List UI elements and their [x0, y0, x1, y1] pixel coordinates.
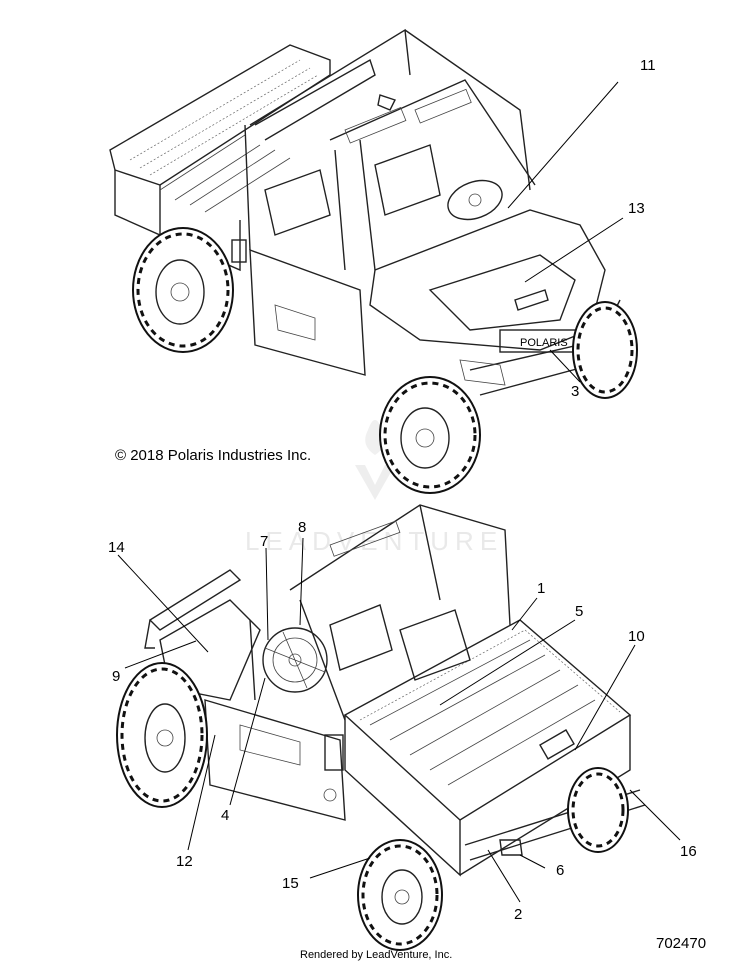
callout-16: 16 [680, 843, 697, 860]
callout-labels: 11 13 3 14 7 8 9 1 5 10 4 12 15 2 6 16 [108, 57, 697, 923]
copyright-text: © 2018 Polaris Industries Inc. [115, 447, 311, 464]
callout-2: 2 [514, 906, 522, 923]
leader-lines [117, 81, 681, 903]
callout-15: 15 [282, 875, 299, 892]
callout-10: 10 [628, 628, 645, 645]
diagram-number: 702470 [656, 935, 706, 952]
footer-text: Rendered by LeadVenture, Inc. [300, 949, 452, 961]
vehicle-front-view: POLARIS [109, 28, 638, 494]
callout-8: 8 [298, 519, 306, 536]
callout-5: 5 [575, 603, 583, 620]
callout-14: 14 [108, 539, 125, 556]
watermark-text: LEADVENTURE [245, 526, 503, 556]
callout-13: 13 [628, 200, 645, 217]
callout-9: 9 [112, 668, 120, 685]
vehicle-rear-view [116, 504, 646, 951]
callout-7: 7 [260, 533, 268, 550]
callout-3: 3 [571, 383, 579, 400]
callout-12: 12 [176, 853, 193, 870]
callout-4: 4 [221, 807, 229, 824]
callout-6: 6 [556, 862, 564, 879]
callout-1: 1 [537, 580, 545, 597]
grille-badge: POLARIS [520, 337, 568, 349]
callout-11: 11 [640, 57, 656, 74]
